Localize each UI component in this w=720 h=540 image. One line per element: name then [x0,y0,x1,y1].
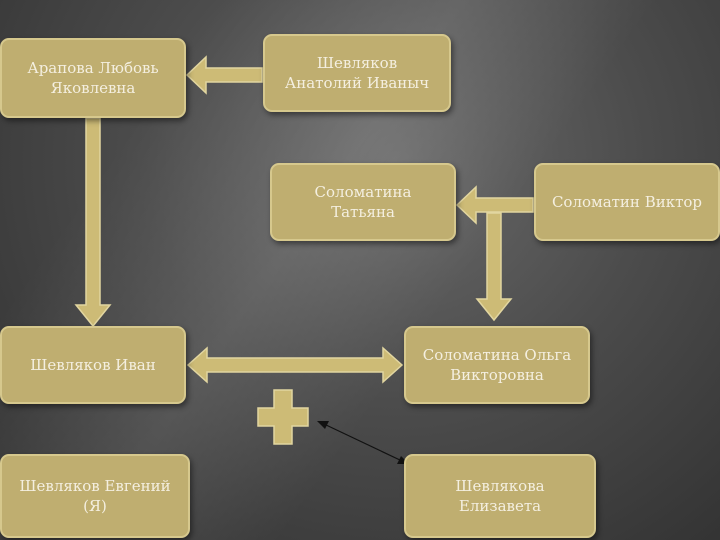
node-shevlyakov-anatoliy: Шевляков Анатолий Иваныч [263,34,451,112]
node-solomatina-olga: Соломатина Ольга Викторовна [404,326,590,404]
link-line-plus-elizaveta [323,423,403,462]
node-olga-line1: Соломатина Ольга [422,346,572,364]
node-ivan-line1: Шевляков Иван [30,356,156,374]
node-arapova-line2: Яковлевна [50,79,136,97]
link-arrowhead-start [317,421,329,429]
node-shevlyakov-evgeniy: Шевляков Евгений (Я) [0,454,190,538]
node-anatoliy-line2: Анатолий Иваныч [284,74,430,92]
node-solomatina-tatyana: Соломатина Татьяна [270,163,456,241]
node-arapova-lyubov: Арапова Любовь Яковлевна [0,38,186,118]
plus-sign-icon [257,389,309,445]
node-tatyana-line2: Татьяна [331,203,395,221]
node-solomatin-viktor: Соломатин Виктор [534,163,720,241]
node-evgeniy-line1: Шевляков Евгений [19,477,171,495]
node-evgeniy-line2: (Я) [83,497,107,515]
node-arapova-line1: Арапова Любовь [27,59,159,77]
node-tatyana-line1: Соломатина [314,183,412,201]
arrow-anatoliy-to-arapova [185,55,263,95]
arrow-arapova-to-ivan [74,117,112,328]
node-elizaveta-line1: Шевлякова [455,477,545,495]
node-olga-line2: Викторовна [450,366,544,384]
node-shevlyakova-elizaveta: Шевлякова Елизавета [404,454,596,538]
node-elizaveta-line2: Елизавета [458,497,542,515]
node-shevlyakov-ivan: Шевляков Иван [0,326,186,404]
node-anatoliy-line1: Шевляков [316,54,398,72]
arrow-viktor-to-tatyana [455,185,534,225]
node-viktor-line1: Соломатин Виктор [551,193,703,211]
double-arrow-ivan-olga [186,346,404,384]
arrow-to-olga [475,212,513,322]
